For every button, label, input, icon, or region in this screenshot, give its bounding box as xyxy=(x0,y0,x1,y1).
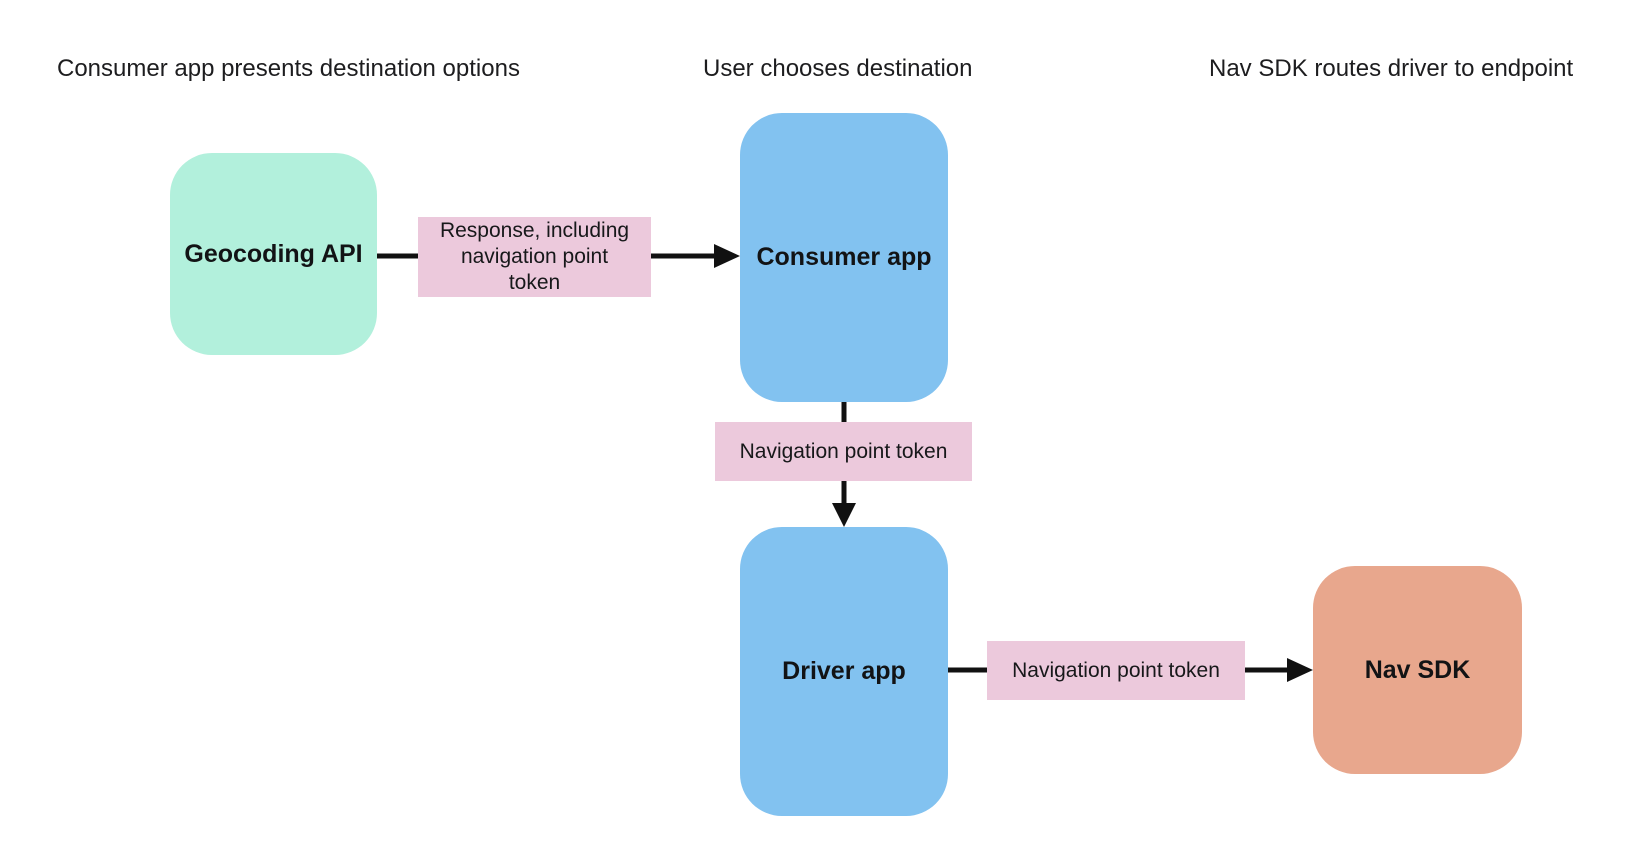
node-label: Geocoding API xyxy=(184,239,363,268)
edge-label-navigation-point-token-horizontal: Navigation point token xyxy=(987,641,1245,700)
stage-header-navsdk-routes: Nav SDK routes driver to endpoint xyxy=(1209,55,1574,82)
edge-label-text: Response, including navigation point tok… xyxy=(439,219,630,294)
edge-label-text: Navigation point token xyxy=(1012,658,1220,682)
edge-label-response-including-token: Response, including navigation point tok… xyxy=(418,217,651,297)
arrowhead-right-icon xyxy=(1287,658,1313,682)
node-label: Consumer app xyxy=(756,243,932,271)
node-nav-sdk: Nav SDK xyxy=(1313,566,1522,774)
node-geocoding-api: Geocoding API xyxy=(170,153,377,355)
node-consumer-app: Consumer app xyxy=(740,113,948,402)
node-label: Driver app xyxy=(782,657,906,685)
edge-label-navigation-point-token-vertical: Navigation point token xyxy=(715,422,972,481)
edge-label-text: Navigation point token xyxy=(739,439,948,463)
stage-header-consumer-presents: Consumer app presents destination option… xyxy=(57,55,520,82)
stage-header-user-chooses: User chooses destination xyxy=(703,55,973,82)
arrowhead-down-icon xyxy=(832,503,856,527)
node-label: Nav SDK xyxy=(1364,655,1471,684)
node-driver-app: Driver app xyxy=(740,527,948,816)
arrowhead-right-icon xyxy=(714,244,740,268)
